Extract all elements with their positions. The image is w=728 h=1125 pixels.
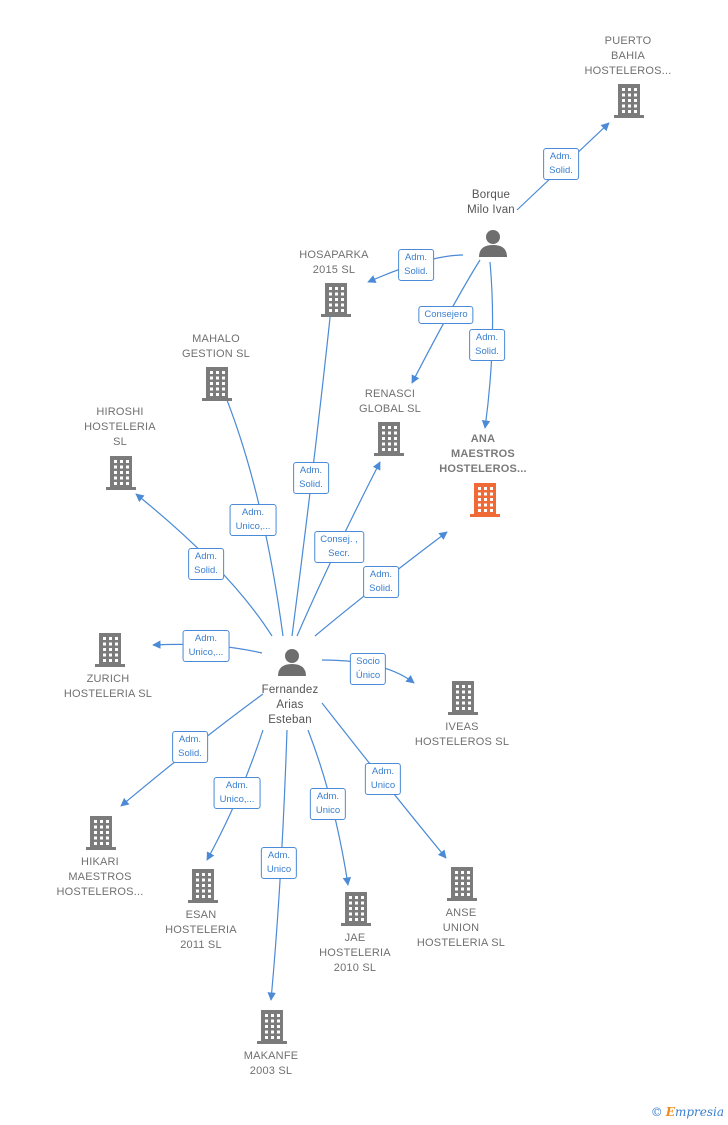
edge-label-fernandez-to-iveas[interactable]: Socio Único bbox=[349, 653, 387, 685]
building-icon-puerto[interactable] bbox=[614, 84, 644, 118]
node-label-iveas[interactable]: IVEAS HOSTELEROS SL bbox=[414, 721, 510, 748]
focus-building-icon-ana[interactable] bbox=[470, 483, 500, 517]
building-icon-hikari[interactable] bbox=[86, 816, 116, 850]
building-icon-mahalo[interactable] bbox=[202, 367, 232, 401]
edge-label-fernandez-to-zurich[interactable]: Adm. Unico,... bbox=[182, 630, 230, 662]
node-label-ana[interactable]: ANA MAESTROS HOSTELEROS... bbox=[439, 433, 527, 475]
edge-label-fernandez-to-hiroshi[interactable]: Adm. Solid. bbox=[188, 548, 224, 580]
edge-label-fernandez-to-anse[interactable]: Adm. Unico bbox=[364, 763, 402, 795]
node-label-jae[interactable]: JAE HOSTELERIA 2010 SL bbox=[319, 932, 391, 974]
building-icon-hosaparka[interactable] bbox=[321, 283, 351, 317]
edge-label-borque-to-puerto[interactable]: Adm. Solid. bbox=[543, 148, 579, 180]
person-icon-fernandez[interactable] bbox=[278, 649, 306, 676]
building-icon-makanfe[interactable] bbox=[257, 1010, 287, 1044]
edge-label-borque-to-ana[interactable]: Adm. Solid. bbox=[469, 329, 505, 361]
node-label-mahalo[interactable]: MAHALO GESTION SL bbox=[181, 333, 251, 360]
edge-label-fernandez-to-mahalo[interactable]: Adm. Unico,... bbox=[229, 504, 277, 536]
building-icon-hiroshi[interactable] bbox=[106, 456, 136, 490]
node-label-makanfe[interactable]: MAKANFE 2003 SL bbox=[243, 1050, 299, 1077]
node-label-fernandez[interactable]: Fernandez Arias Esteban bbox=[261, 684, 319, 726]
brand-initial: E bbox=[665, 1105, 675, 1119]
edge-fernandez-to-hosaparka bbox=[291, 289, 337, 637]
edge-label-fernandez-to-makanfe[interactable]: Adm. Unico bbox=[260, 847, 298, 879]
node-label-anse[interactable]: ANSE UNION HOSTELERIA SL bbox=[416, 907, 506, 949]
person-icon-borque[interactable] bbox=[479, 230, 507, 257]
empresia-watermark[interactable]: ©Empresia bbox=[651, 1105, 724, 1119]
building-icon-esan[interactable] bbox=[188, 869, 218, 903]
node-label-zurich[interactable]: ZURICH HOSTELERIA SL bbox=[63, 673, 153, 700]
edge-label-fernandez-to-ana[interactable]: Adm. Solid. bbox=[363, 566, 399, 598]
node-label-puerto[interactable]: PUERTO BAHIA HOSTELEROS... bbox=[584, 35, 672, 77]
edge-fernandez-to-mahalo bbox=[217, 377, 284, 637]
edge-label-fernandez-to-hikari[interactable]: Adm. Solid. bbox=[172, 731, 208, 763]
building-icon-jae[interactable] bbox=[341, 892, 371, 926]
edge-label-fernandez-to-renasci[interactable]: Consej. , Secr. bbox=[314, 531, 364, 563]
building-icon-iveas[interactable] bbox=[448, 681, 478, 715]
edge-label-fernandez-to-esan[interactable]: Adm. Unico,... bbox=[213, 777, 261, 809]
brand-name: mpresia bbox=[674, 1105, 724, 1119]
building-icon-zurich[interactable] bbox=[95, 633, 125, 667]
node-label-borque[interactable]: Borque Milo Ivan bbox=[467, 189, 515, 216]
node-label-hiroshi[interactable]: HIROSHI HOSTELERIA SL bbox=[84, 406, 156, 448]
edge-label-borque-to-hosaparka[interactable]: Adm. Solid. bbox=[398, 249, 434, 281]
copyright-symbol: © bbox=[650, 1105, 663, 1119]
building-icon-anse[interactable] bbox=[447, 867, 477, 901]
edge-label-fernandez-to-jae[interactable]: Adm. Unico bbox=[309, 788, 347, 820]
building-icon-renasci[interactable] bbox=[374, 422, 404, 456]
node-label-esan[interactable]: ESAN HOSTELERIA 2011 SL bbox=[165, 909, 237, 951]
edge-label-fernandez-to-hosaparka[interactable]: Adm. Solid. bbox=[293, 462, 329, 494]
node-label-hikari[interactable]: HIKARI MAESTROS HOSTELEROS... bbox=[56, 856, 144, 898]
node-label-hosaparka[interactable]: HOSAPARKA 2015 SL bbox=[299, 249, 369, 276]
node-label-renasci[interactable]: RENASCI GLOBAL SL bbox=[359, 388, 421, 415]
edge-label-borque-to-renasci[interactable]: Consejero bbox=[418, 306, 474, 324]
